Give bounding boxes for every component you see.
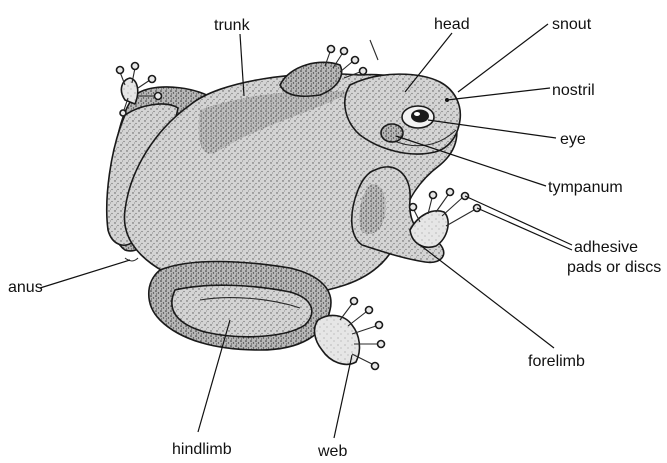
leader-forelimb [420, 245, 554, 348]
label-trunk: trunk [214, 17, 251, 34]
label-web: web [317, 443, 347, 460]
label-head: head [434, 16, 470, 33]
label-snout: snout [552, 16, 592, 33]
label-pads-or-discs: pads or discs [567, 259, 661, 276]
leader-snout [458, 24, 548, 92]
leader-nostril [447, 88, 550, 100]
label-eye: eye [560, 131, 586, 148]
leader-adhesive-2 [477, 208, 572, 250]
leader-adhesive-1 [465, 196, 572, 245]
label-adhesive: adhesive [574, 239, 638, 256]
leader-web [334, 355, 352, 438]
frog-eye [402, 106, 434, 128]
label-nostril: nostril [552, 82, 595, 99]
label-hindlimb: hindlimb [172, 441, 232, 458]
leader-anus [40, 260, 130, 288]
frog-tympanum [381, 124, 403, 142]
label-tympanum: tympanum [548, 179, 623, 196]
near-front-foot [410, 189, 481, 248]
label-anus: anus [8, 279, 43, 296]
label-forelimb: forelimb [528, 353, 585, 370]
